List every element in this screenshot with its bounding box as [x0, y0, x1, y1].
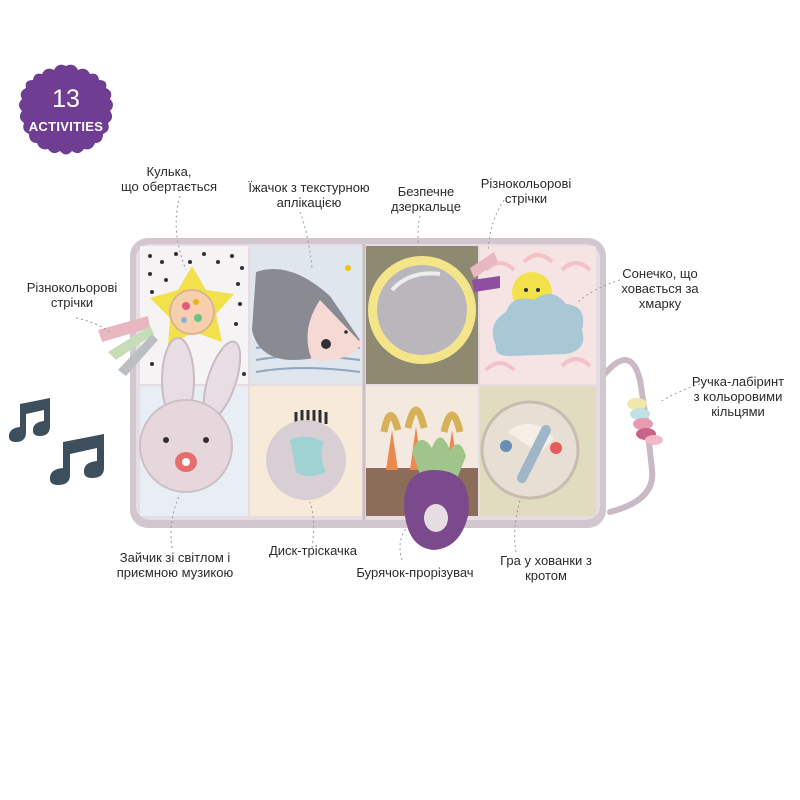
label-beet: Бурячок-прорізувач [356, 565, 474, 580]
activities-badge [19, 64, 113, 155]
label-mirror: Безпечне дзеркальце [391, 184, 461, 214]
callout-lines [75, 195, 701, 561]
label-ribbons-top: Різнокольорові стрічки [480, 176, 572, 206]
label-bunny: Зайчик зі світлом і приємною музикою [116, 550, 234, 580]
ribbons-top [470, 252, 500, 292]
label-sun: Сонечко, що ховається за хмарку [621, 266, 699, 311]
mole-game [480, 400, 580, 500]
label-ribbons-left: Різнокольорові стрічки [26, 280, 118, 310]
label-hedgehog: Їжачок з текстурною аплікацією [248, 180, 370, 210]
beet-teether [404, 437, 469, 550]
label-clicker: Диск-тріскачка [268, 543, 358, 558]
ribbons-left [98, 316, 158, 376]
label-mole: Гра у хованки з кротом [500, 553, 592, 583]
sun-cloud [492, 272, 584, 356]
bunny [139, 337, 242, 493]
music-note-icon [8, 398, 50, 442]
mirror [368, 256, 476, 364]
hedgehog [252, 265, 362, 361]
label-ball: Кулька, що обертається [120, 164, 218, 194]
badge-label: ACTIVITIES [28, 119, 104, 134]
music-note-icon [49, 434, 104, 485]
maze-handle [597, 357, 663, 515]
spinning-ball [150, 266, 234, 346]
clicker-disk [266, 420, 346, 500]
badge-number: 13 [52, 85, 80, 113]
label-handle: Ручка-лабіринт з кольоровими кільцями [691, 374, 785, 419]
